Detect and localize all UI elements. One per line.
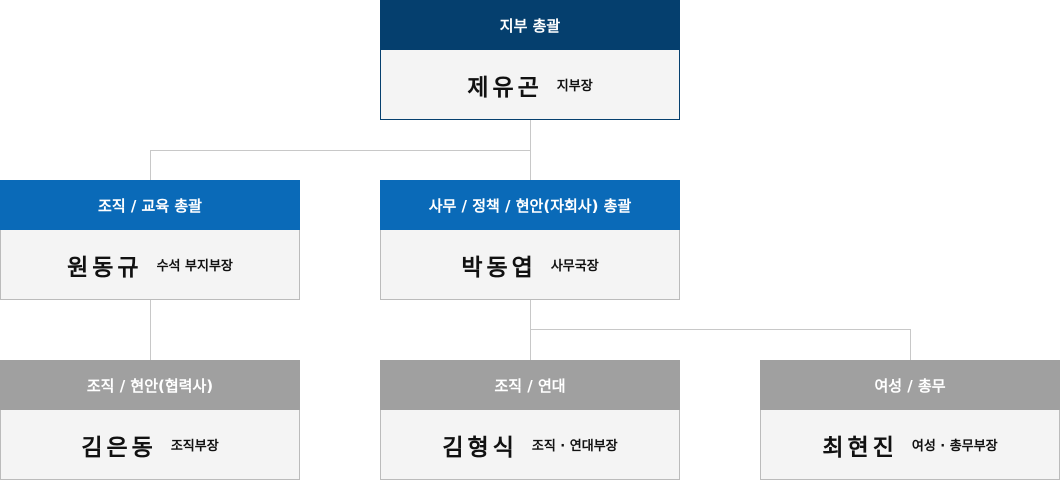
connector	[150, 150, 151, 180]
node-name: 박동엽	[461, 254, 537, 281]
node-name: 김은동	[81, 434, 157, 461]
node-header: 사무 / 정책 / 현안(자회사) 총괄	[380, 180, 680, 230]
node-title: 조직 · 연대부장	[531, 439, 618, 454]
org-node-organization-education: 조직 / 교육 총괄 원동규 수석 부지부장	[0, 180, 300, 300]
connector	[150, 150, 531, 151]
node-header: 여성 / 총무	[760, 360, 1060, 410]
connector	[150, 300, 151, 360]
connector	[530, 150, 531, 180]
node-header: 조직 / 연대	[380, 360, 680, 410]
node-title: 사무국장	[550, 259, 599, 274]
org-node-branch-head: 지부 총괄 제유곤 지부장	[380, 0, 680, 120]
node-name: 김형식	[442, 434, 518, 461]
node-header: 조직 / 교육 총괄	[0, 180, 300, 230]
org-node-women-general: 여성 / 총무 최현진 여성 · 총무부장	[760, 360, 1060, 480]
node-name: 원동규	[67, 254, 143, 281]
node-title: 지부장	[556, 79, 593, 94]
node-title: 수석 부지부장	[156, 259, 233, 274]
connector	[910, 329, 911, 360]
org-node-organization-solidarity: 조직 / 연대 김형식 조직 · 연대부장	[380, 360, 680, 480]
org-node-organization-partner: 조직 / 현안(협력사) 김은동 조직부장	[0, 360, 300, 480]
connector	[530, 300, 531, 360]
node-header: 조직 / 현안(협력사)	[0, 360, 300, 410]
node-title: 여성 · 총무부장	[911, 439, 998, 454]
org-node-office-policy: 사무 / 정책 / 현안(자회사) 총괄 박동엽 사무국장	[380, 180, 680, 300]
node-name: 최현진	[822, 434, 898, 461]
node-header: 지부 총괄	[380, 0, 680, 50]
node-name: 제유곤	[467, 74, 543, 101]
connector	[530, 329, 911, 330]
connector	[530, 120, 531, 150]
node-title: 조직부장	[170, 439, 219, 454]
